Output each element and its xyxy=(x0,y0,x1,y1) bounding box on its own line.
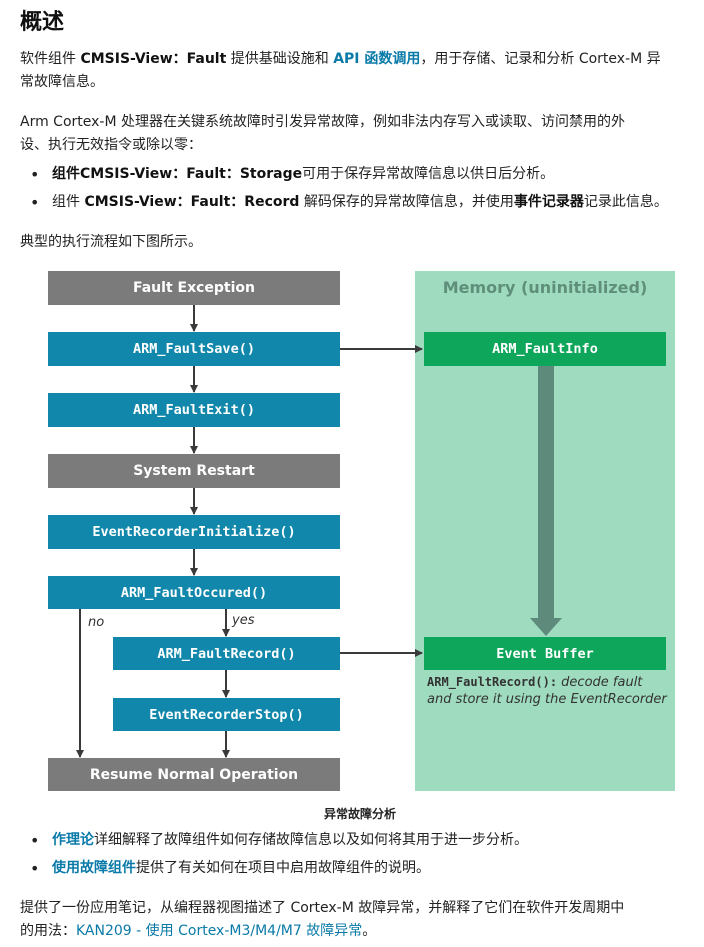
exception-line-2: 设、执行无效指令或除以零： xyxy=(20,137,202,153)
fault-info-box: ARM_FaultInfo xyxy=(424,332,666,366)
intro-component-name: CMSIS-View：Fault xyxy=(80,51,227,67)
usage-desc: 提供了有关如何在项目中启用故障组件的说明。 xyxy=(136,860,430,876)
figure-caption: 异常故障分析 xyxy=(323,807,396,821)
closing-text-2: 。 xyxy=(362,923,377,939)
intro-text-4: 常故障信息。 xyxy=(20,74,104,90)
intro-text-1: 软件组件 xyxy=(20,51,81,67)
bullet-icon: • xyxy=(30,193,40,212)
closing-line-1: 提供了一份应用笔记，从编程器视图描述了 Cortex-M 故障异常，并解释了它们… xyxy=(20,900,625,916)
fault-record-box: ARM_FaultRecord() xyxy=(113,637,340,670)
event-recorder-init-box: EventRecorderInitialize() xyxy=(48,515,340,549)
usage-link[interactable]: 使用故障组件 xyxy=(52,860,136,876)
theory-link[interactable]: 作理论 xyxy=(52,832,94,848)
record-desc-end: 记录此信息。 xyxy=(583,194,668,210)
record-component: CMSIS-View：Fault：Record xyxy=(84,194,300,210)
note-text-1: decode fault xyxy=(557,675,643,690)
event-buffer-box: Event Buffer xyxy=(424,637,666,670)
kan209-link[interactable]: KAN209 - 使用 Cortex-M3/M4/M7 故障异常 xyxy=(76,923,363,939)
storage-desc: 可用于保存异常故障信息以供日后分析。 xyxy=(302,166,555,182)
exception-paragraph: Arm Cortex-M 处理器在关键系统故障时引发异常故障，例如非法内存写入或… xyxy=(20,111,692,157)
intro-text-3: ，用于存储、记录和分析 Cortex-M 异 xyxy=(420,51,661,67)
closing-text-1: 的用法： xyxy=(20,923,76,939)
closing-paragraph: 提供了一份应用笔记，从编程器视图描述了 Cortex-M 故障异常，并解释了它们… xyxy=(20,897,692,943)
fault-save-box: ARM_FaultSave() xyxy=(48,332,340,366)
note-code: ARM_FaultRecord(): xyxy=(427,675,558,689)
event-recorder-stop-box: EventRecorderStop() xyxy=(113,698,340,731)
note-text-2: and store it using the EventRecorder xyxy=(427,692,667,707)
bullet-icon: • xyxy=(30,165,40,184)
intro-paragraph: 软件组件 CMSIS-View：Fault 提供基础设施和 API 函数调用，用… xyxy=(20,48,692,94)
fault-exit-box: ARM_FaultExit() xyxy=(48,393,340,427)
api-link[interactable]: API 函数调用 xyxy=(333,51,421,67)
fault-record-note: ARM_FaultRecord(): decode fault and stor… xyxy=(427,674,672,708)
big-arrow-head xyxy=(530,618,562,636)
record-desc: 解码保存的异常故障信息，并使用 xyxy=(299,194,514,210)
yes-label: yes xyxy=(232,613,255,628)
memory-title: Memory (uninitialized) xyxy=(442,278,648,297)
theory-desc: 详细解释了故障组件如何存储故障信息以及如何将其用于进一步分析。 xyxy=(94,832,528,848)
big-arrow-shaft xyxy=(538,366,554,620)
fault-occured-box: ARM_FaultOccured() xyxy=(48,576,340,609)
flow-intro: 典型的执行流程如下图所示。 xyxy=(20,234,202,250)
bullet-icon: • xyxy=(30,859,40,878)
page-title: 概述 xyxy=(20,10,65,35)
system-restart-box: System Restart xyxy=(48,454,340,488)
no-label: no xyxy=(88,615,105,630)
exception-line-1: Arm Cortex-M 处理器在关键系统故障时引发异常故障，例如非法内存写入或… xyxy=(20,114,625,130)
fault-exception-box: Fault Exception xyxy=(48,271,340,305)
record-prefix: 组件 xyxy=(52,194,85,210)
bullet-icon: • xyxy=(30,831,40,850)
intro-text-2: 提供基础设施和 xyxy=(226,51,334,67)
resume-box: Resume Normal Operation xyxy=(48,758,340,791)
storage-component: 组件CMSIS-View：Fault：Storage xyxy=(52,166,303,182)
event-recorder-term: 事件记录器 xyxy=(513,194,584,210)
